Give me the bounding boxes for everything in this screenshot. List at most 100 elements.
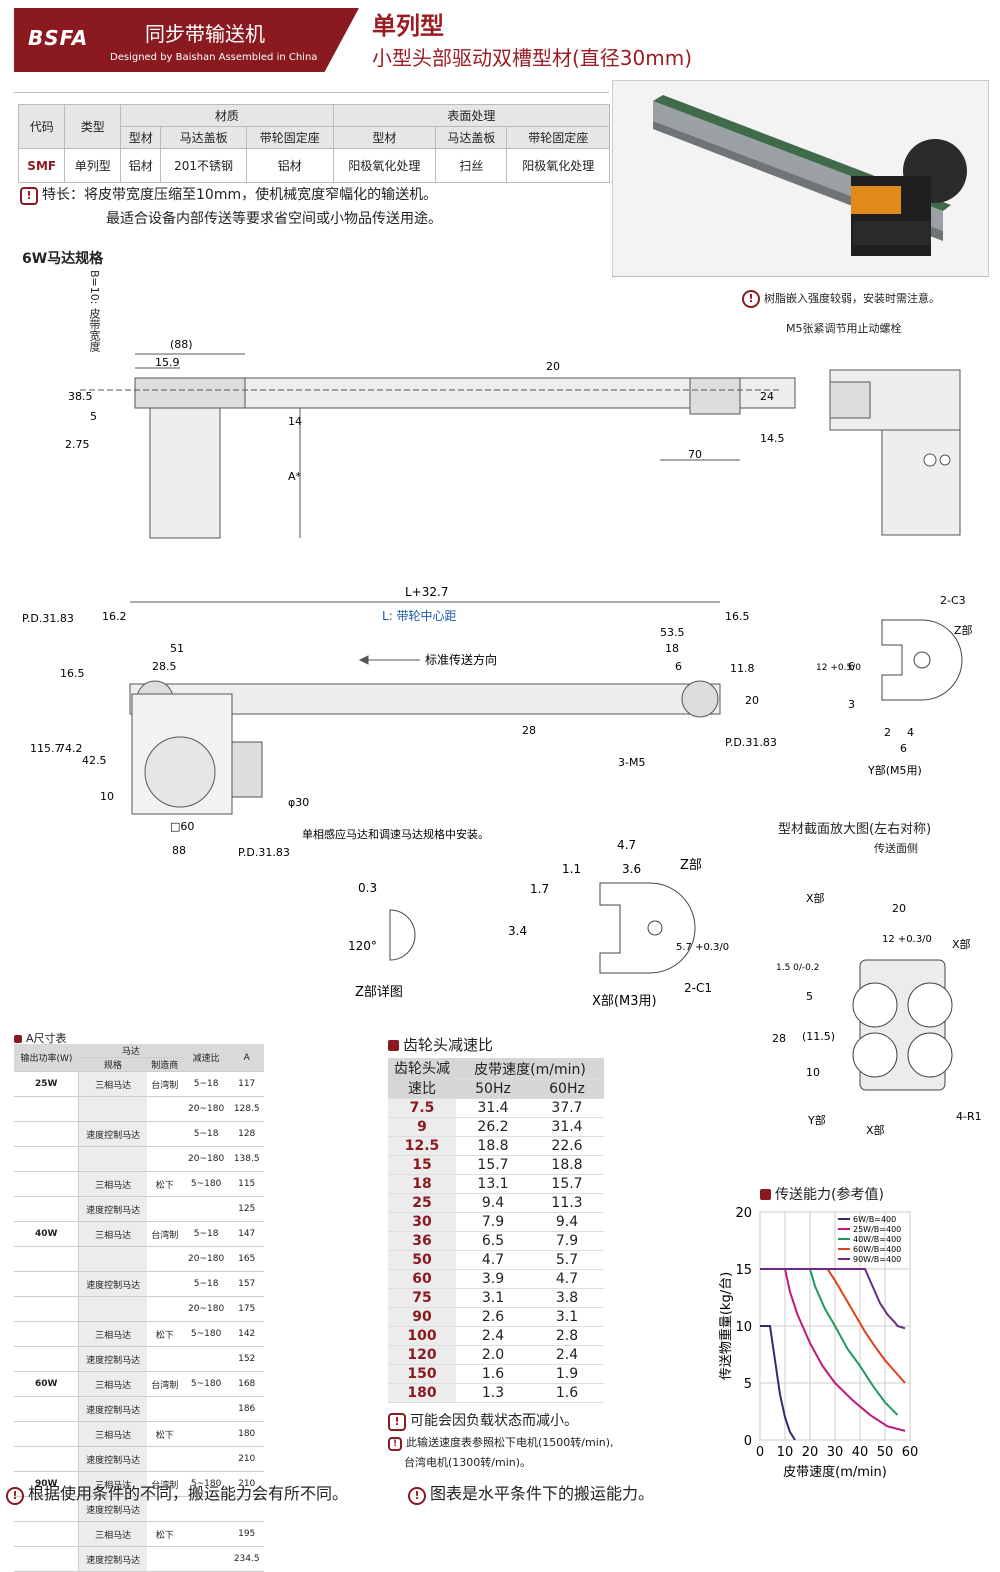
header-subtitle: Designed by Baishan Assembled in China bbox=[110, 52, 318, 63]
bullet-icon bbox=[760, 1189, 771, 1200]
x-tick-label: 60 bbox=[902, 1445, 919, 1460]
gear-table-title-text: 齿轮头减速比 bbox=[403, 1036, 494, 1054]
cell-spec: 三相马达 bbox=[78, 1371, 147, 1397]
sub-header: 马达盖板 bbox=[435, 126, 508, 149]
x-tick-label: 40 bbox=[852, 1445, 869, 1460]
pd-label: P.D.31.83 bbox=[238, 846, 290, 859]
y-tick-label: 15 bbox=[735, 1263, 752, 1278]
profile-label: 5 bbox=[806, 990, 813, 1003]
profile-label: X部 bbox=[866, 1123, 885, 1137]
warning-icon: ! bbox=[408, 1487, 426, 1505]
side-view-drawing: (88) 15.9 38.5 5 2.75 14 A* 20 24 14.5 7… bbox=[65, 338, 796, 539]
chart-title-text: 传送能力(参考值) bbox=[775, 1187, 884, 1203]
detail-label: 6 bbox=[848, 660, 855, 673]
cell-maker: 松下 bbox=[146, 1171, 183, 1197]
cell-ratio: 90 bbox=[388, 1307, 456, 1327]
gear-table-title: 齿轮头减速比 bbox=[388, 1034, 493, 1055]
cell-maker: 台湾制 bbox=[146, 1221, 183, 1247]
dim-label: 20 bbox=[745, 694, 759, 707]
cell-50hz: 4.7 bbox=[456, 1250, 530, 1270]
dim-label: 10 bbox=[100, 790, 114, 803]
a-table-title: A尺寸表 bbox=[14, 1030, 67, 1046]
cell-maker bbox=[146, 1546, 183, 1572]
x-detail-drawing: 4.7 1.1 3.6 Z部 1.7 3.4 5.7 +0.3/0 2-C1 X… bbox=[508, 838, 729, 1009]
top-view-drawing: L+32.7 L: 带轮中心距 标准传送方向 P.D.31.83 P.D.31.… bbox=[22, 585, 777, 859]
gear-note1: !可能会因负载状态而减小。 bbox=[388, 1410, 578, 1431]
cell-spec: 速度控制马达 bbox=[78, 1446, 147, 1472]
features-text: 将皮带宽度压缩至10mm，使机械宽度窄幅化的输送机。 bbox=[84, 187, 438, 203]
cell-spec bbox=[78, 1096, 147, 1122]
col-group-surface: 表面处理 bbox=[332, 104, 611, 127]
cell-a bbox=[229, 1496, 264, 1522]
dim-label: 16.5 bbox=[60, 667, 85, 680]
features-line2: 最适合设备内部传送等要求省空间或小物品传送用途。 bbox=[106, 211, 442, 227]
cell-ratio: 60 bbox=[388, 1269, 456, 1289]
brand-logo: BSFA bbox=[28, 26, 89, 50]
dim-label: 14.5 bbox=[760, 432, 785, 445]
cell-60hz: 22.6 bbox=[530, 1136, 604, 1156]
dim-label: 74.2 bbox=[58, 742, 83, 755]
dim-label: 2.75 bbox=[65, 438, 90, 451]
cell-power bbox=[14, 1496, 80, 1522]
cell-50hz: 1.6 bbox=[456, 1364, 530, 1384]
cell-power bbox=[14, 1096, 80, 1122]
cell-maker bbox=[146, 1121, 183, 1147]
detail-label: 4.7 bbox=[617, 838, 636, 852]
cell-50hz: 26.2 bbox=[456, 1117, 530, 1137]
z-detail-drawing: 0.3 120° Z部详图 bbox=[348, 881, 416, 1000]
pd-label: P.D.31.83 bbox=[22, 612, 74, 625]
cell-50hz: 3.1 bbox=[456, 1288, 530, 1308]
cell-60hz: 2.4 bbox=[530, 1345, 604, 1365]
cell-power bbox=[14, 1446, 80, 1472]
footer-note1-text: 根据使用条件的不同，搬运能力会有所不同。 bbox=[28, 1484, 349, 1503]
detail-label: 1.7 bbox=[530, 882, 549, 896]
cell-maker bbox=[146, 1346, 183, 1372]
cell-ratio bbox=[182, 1446, 230, 1472]
cell-50hz: 9.4 bbox=[456, 1193, 530, 1213]
cell-ratio: 20~180 bbox=[182, 1146, 230, 1172]
cell-a: 157 bbox=[229, 1271, 264, 1297]
gear-note1-text: 可能会因负载状态而减小。 bbox=[410, 1413, 578, 1429]
cell-50hz: 2.0 bbox=[456, 1345, 530, 1365]
cell-60hz: 7.9 bbox=[530, 1231, 604, 1251]
dim-top: L+32.7 bbox=[405, 585, 448, 599]
dim-label: 3-M5 bbox=[618, 756, 645, 769]
cell-a: 142 bbox=[229, 1321, 264, 1347]
detail-label: 1.1 bbox=[562, 862, 581, 876]
cell-ratio: 9 bbox=[388, 1117, 456, 1137]
col-power: 输出功率(W) bbox=[14, 1044, 79, 1072]
cell-ratio: 5~180 bbox=[182, 1371, 230, 1397]
sub-header: 马达盖板 bbox=[160, 126, 247, 149]
warning-icon: ! bbox=[20, 187, 38, 205]
cell-a: 138.5 bbox=[229, 1146, 264, 1172]
cell-a: 152 bbox=[229, 1346, 264, 1372]
footer-note2: !图表是水平条件下的搬运能力。 bbox=[408, 1480, 654, 1505]
detail-label: 0.3 bbox=[358, 881, 377, 895]
detail-label: Z部 bbox=[680, 858, 702, 873]
cell-power bbox=[14, 1421, 80, 1447]
warning-note: !树脂嵌入强度较弱，安装时需注意。 bbox=[742, 290, 940, 308]
col-a: A bbox=[229, 1044, 264, 1072]
dim-label: □60 bbox=[170, 820, 194, 833]
cell-ratio: 5~18 bbox=[182, 1271, 230, 1297]
cell-maker: 台湾制 bbox=[146, 1071, 183, 1097]
cell-ratio: 30 bbox=[388, 1212, 456, 1232]
cell-a: 117 bbox=[229, 1071, 264, 1097]
profile-label: 28 bbox=[772, 1032, 786, 1045]
cell-maker bbox=[146, 1196, 183, 1222]
dim-label: 6 bbox=[675, 660, 682, 673]
cell-60hz: 9.4 bbox=[530, 1212, 604, 1232]
col-maker: 制造商 bbox=[146, 1057, 183, 1072]
